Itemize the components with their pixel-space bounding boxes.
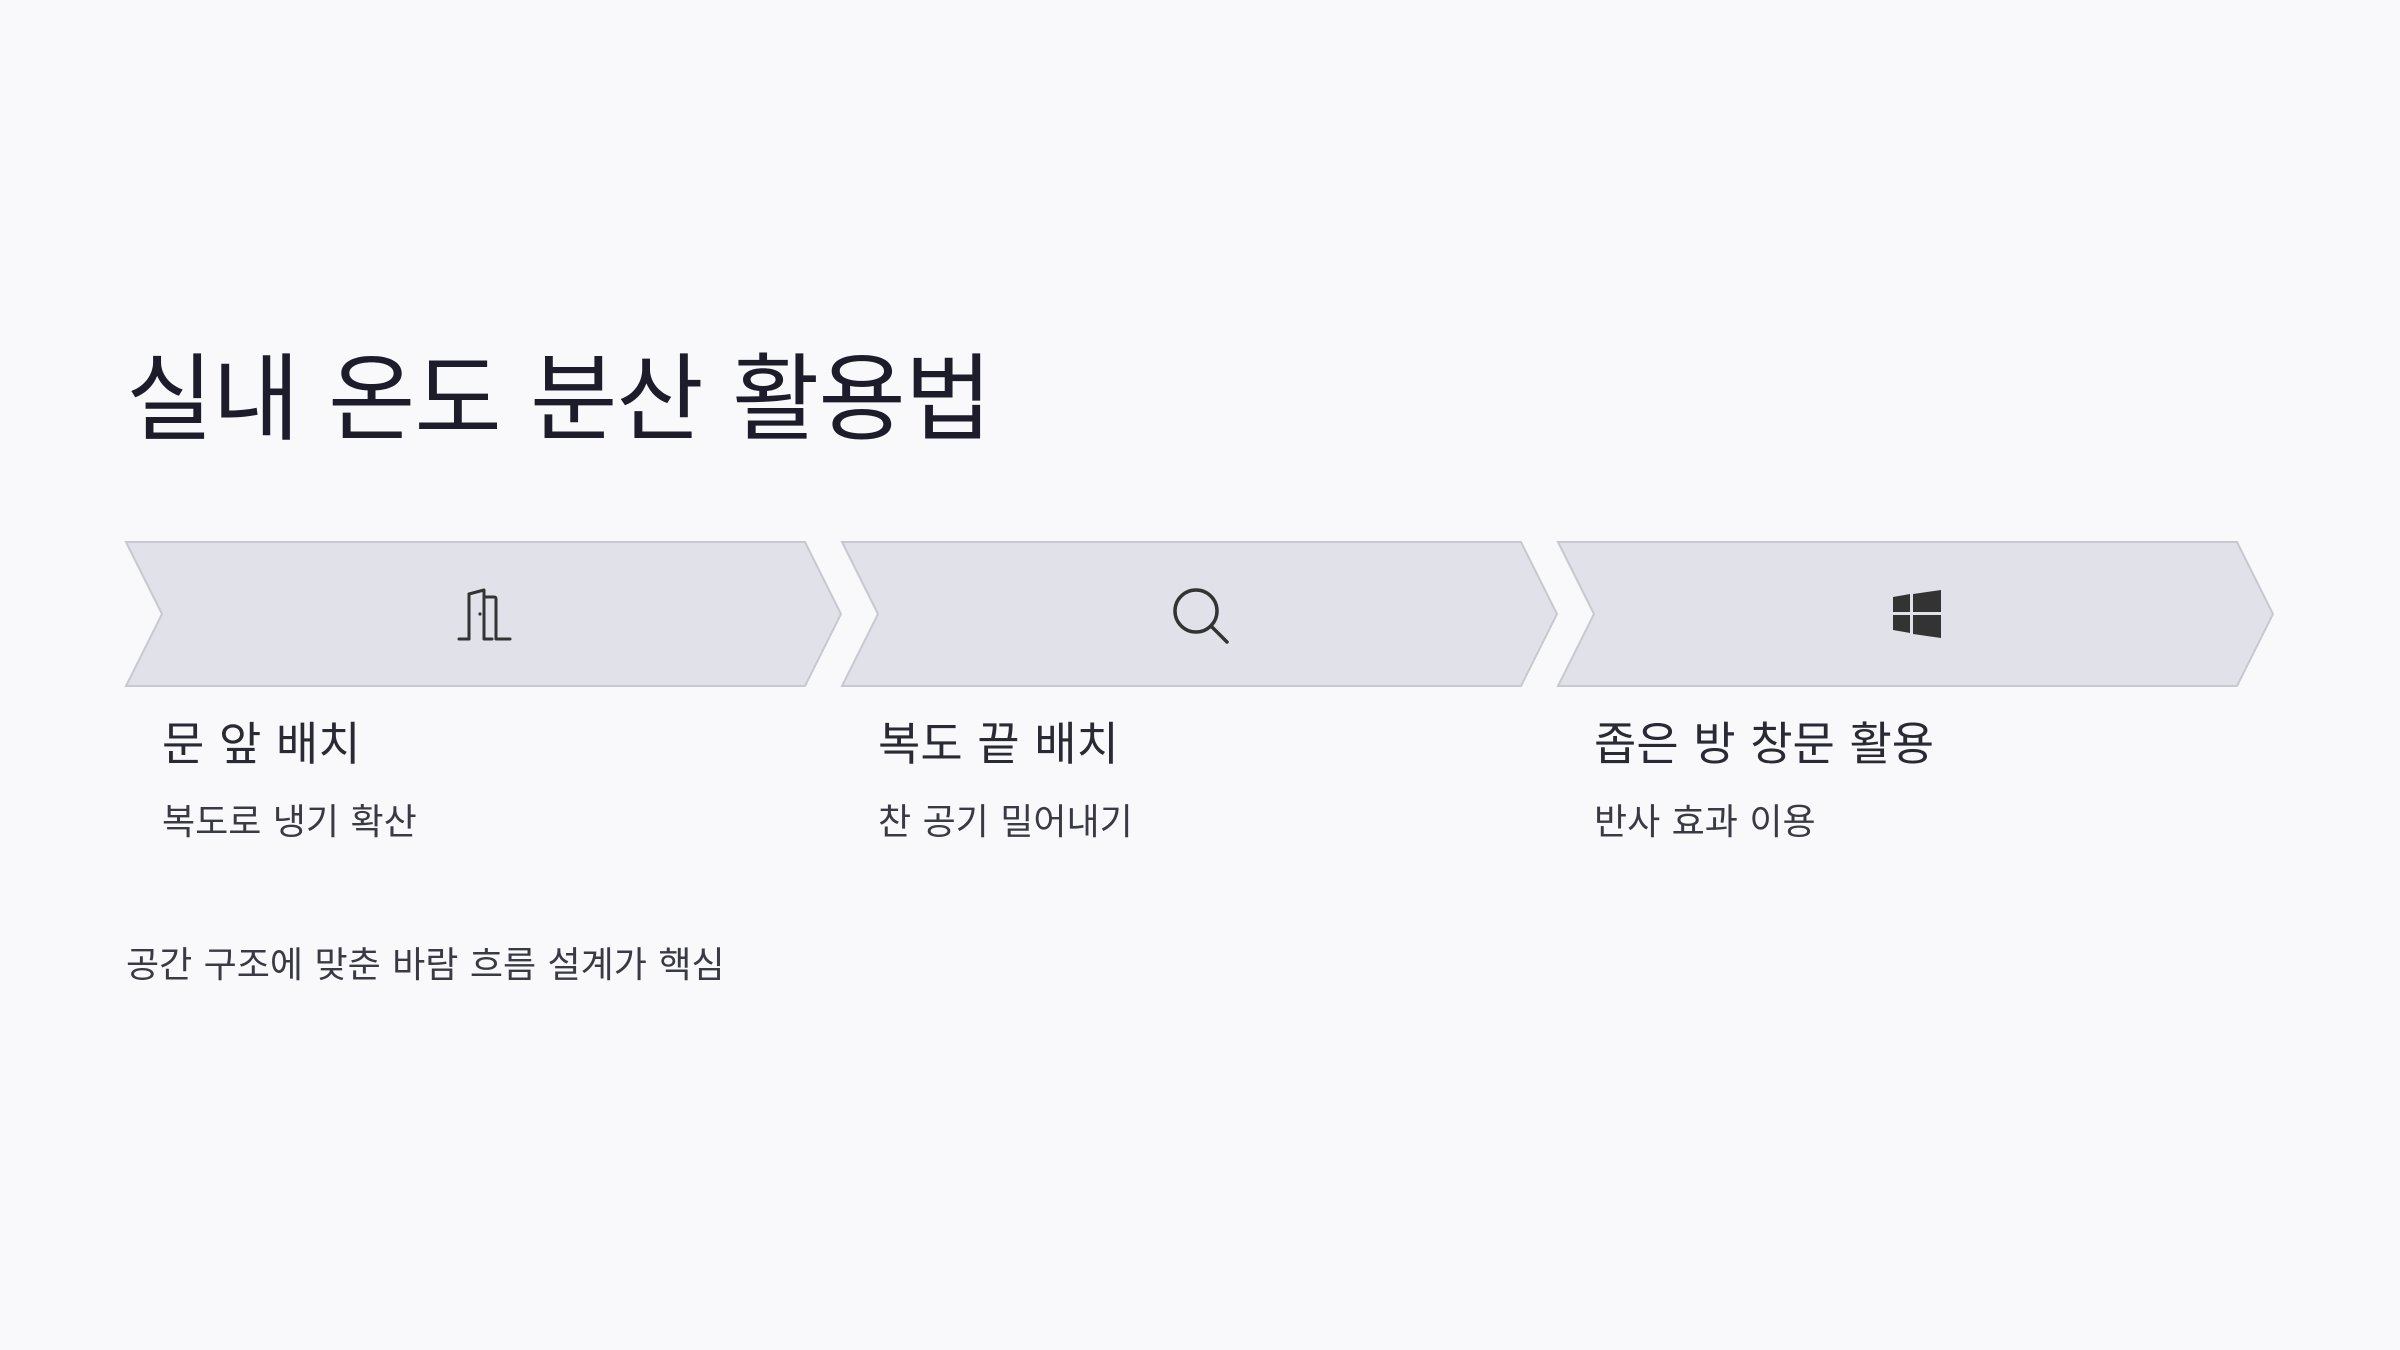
step-description: 찬 공기 밀어내기 <box>878 801 1133 843</box>
step-chevron-2 <box>840 541 1559 687</box>
slide-title: 실내 온도 분산 활용법 <box>126 345 992 455</box>
step-title: 복도 끝 배치 <box>878 717 1119 771</box>
step-chevron-3 <box>1556 541 2275 687</box>
step-3: 좁은 방 창문 활용 반사 효과 이용 <box>1594 718 2194 844</box>
step-1: 문 앞 배치 복도로 냉기 확산 <box>162 718 762 844</box>
step-chevron-1 <box>124 541 843 687</box>
window-icon <box>1893 590 1941 638</box>
door-icon <box>457 588 512 641</box>
summary-text: 공간 구조에 맞춘 바람 흐름 설계가 핵심 <box>126 945 725 986</box>
step-title: 좁은 방 창문 활용 <box>1594 717 1935 771</box>
step-description: 반사 효과 이용 <box>1594 801 1816 843</box>
search-icon <box>1173 588 1229 644</box>
step-description: 복도로 냉기 확산 <box>162 801 417 843</box>
step-2: 복도 끝 배치 찬 공기 밀어내기 <box>878 718 1478 844</box>
step-title: 문 앞 배치 <box>162 717 361 771</box>
